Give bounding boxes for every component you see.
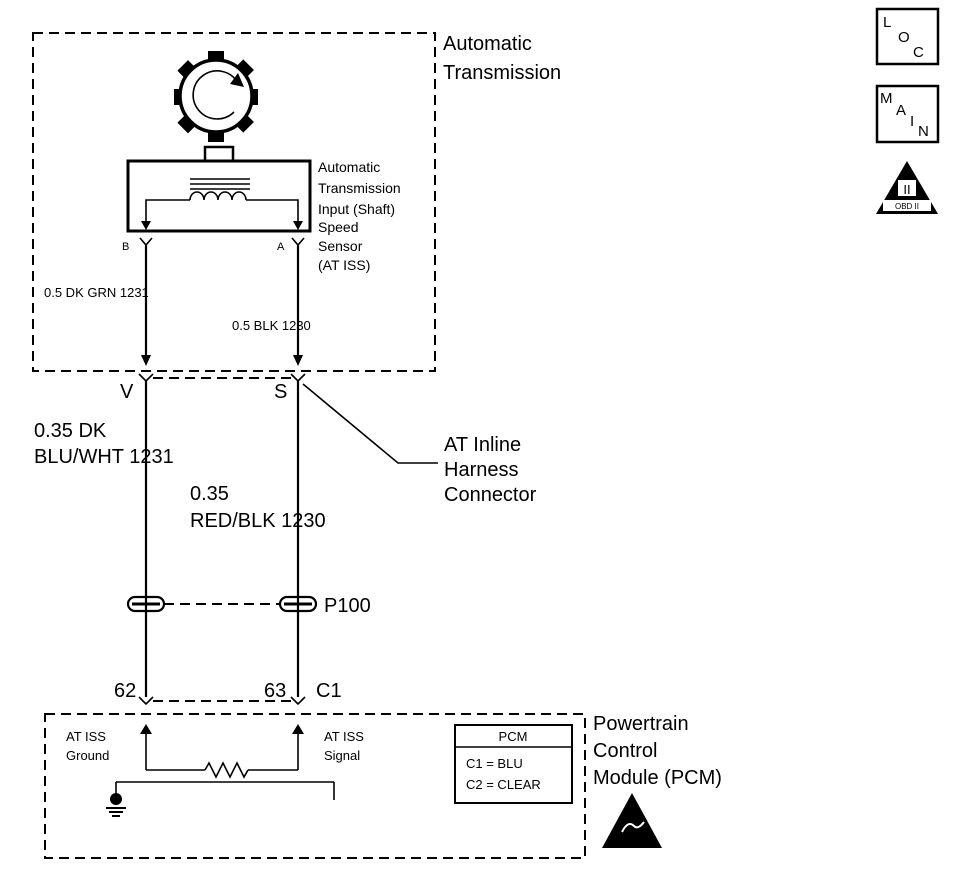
reluctor-wheel-icon xyxy=(174,51,258,142)
resistor-icon xyxy=(204,761,249,779)
loc-badge[interactable]: L O C xyxy=(875,7,940,66)
splice-right-icon xyxy=(278,595,318,613)
ground-label-line2: Ground xyxy=(66,748,109,763)
obd-label: OBD II xyxy=(895,202,919,211)
obd-ii-badge[interactable]: II OBD II xyxy=(876,161,938,214)
terminal-b-icon xyxy=(139,237,153,247)
inline-pin-s: S xyxy=(274,381,287,403)
legend-row-1: C1 = BLU xyxy=(466,756,523,771)
inline-pin-v: V xyxy=(120,381,134,403)
legend-title: PCM xyxy=(499,729,528,744)
pcm-title-line1: Powertrain xyxy=(593,713,689,735)
main-letter-4: N xyxy=(918,123,929,140)
inline-connector-label-line3: Connector xyxy=(444,484,537,506)
sensor-label-line2: Transmission xyxy=(318,180,401,196)
loc-letter-3: C xyxy=(913,44,924,61)
terminal-a-icon xyxy=(291,237,305,247)
transmission-dashed-boundary xyxy=(32,32,436,372)
pcm-title-line3: Module (PCM) xyxy=(593,767,722,789)
wire-label-upper-right: 0.5 BLK 1230 xyxy=(232,318,311,333)
legend-row-2: C2 = CLEAR xyxy=(466,777,541,792)
c1-terminal-63-icon xyxy=(290,696,306,706)
transmission-title-line1: Automatic xyxy=(443,33,532,55)
sensor-label-line5: Sensor xyxy=(318,238,363,254)
main-letter-3: I xyxy=(910,113,914,130)
splice-label: P100 xyxy=(324,595,371,617)
wire-label-lower-right-line2: RED/BLK 1230 xyxy=(190,510,326,532)
inline-connector-label-line2: Harness xyxy=(444,459,518,481)
main-badge[interactable]: M A I N xyxy=(875,84,940,144)
pcm-legend: PCM C1 = BLU C2 = CLEAR xyxy=(454,724,573,804)
sensor-coil-icon xyxy=(189,191,247,201)
pcm-title-line2: Control xyxy=(593,740,657,762)
c1-terminal-62-icon xyxy=(138,696,154,706)
lower-wires: 0.35 DK BLU/WHT 1231 0.35 RED/BLK 1230 xyxy=(34,381,326,697)
sensor-label-line3: Input (Shaft) xyxy=(318,201,395,217)
ground-label-line1: AT ISS xyxy=(66,729,106,744)
sensor-label-line6: (AT ISS) xyxy=(318,257,370,273)
wire-label-lower-left-line2: BLU/WHT 1231 xyxy=(34,446,174,468)
sensor-pin-a: A xyxy=(277,241,285,253)
inline-terminal-s-icon xyxy=(290,373,306,383)
sensor-label-line1: Automatic xyxy=(318,159,380,175)
loc-letter-2: O xyxy=(898,29,910,46)
transmission-section: Automatic Transmission xyxy=(32,32,561,372)
c1-connector-id: C1 xyxy=(316,680,342,702)
ground-input-arrow-icon xyxy=(140,724,152,734)
inline-connector-label-line1: AT Inline xyxy=(444,434,521,456)
signal-label-line2: Signal xyxy=(324,748,360,763)
pcm-section: Powertrain Control Module (PCM) AT ISS G… xyxy=(44,713,722,859)
main-letter-2: A xyxy=(896,102,906,119)
c1-pin-left: 62 xyxy=(114,680,136,702)
sensor-pin-b: B xyxy=(122,241,129,253)
main-letter-1: M xyxy=(880,90,893,107)
pcm-dashed-boundary xyxy=(44,713,586,859)
inline-connector-leader xyxy=(302,383,438,464)
speed-sensor-body xyxy=(126,145,312,233)
wire-label-lower-left-line1: 0.35 DK xyxy=(34,420,107,442)
sensor-label-line4: Speed xyxy=(318,219,358,235)
esd-warning-icon xyxy=(602,793,662,848)
c1-pin-right: 63 xyxy=(264,680,286,702)
pcm-connector-c1: 62 63 C1 xyxy=(114,680,342,706)
inline-terminal-v-icon xyxy=(138,373,154,383)
signal-input-arrow-icon xyxy=(292,724,304,734)
ground-symbol-icon xyxy=(106,793,126,817)
inline-connector-section: V S AT Inline Harness Connector xyxy=(120,373,537,506)
signal-label-line1: AT ISS xyxy=(324,729,364,744)
wire-label-upper-left: 0.5 DK GRN 1231 xyxy=(44,285,149,300)
splice-left-icon xyxy=(126,595,166,613)
loc-letter-1: L xyxy=(883,14,891,31)
splice-p100: P100 xyxy=(126,595,371,617)
obd-numeral: II xyxy=(903,182,910,197)
transmission-title-line2: Transmission xyxy=(443,62,561,84)
wire-label-lower-right-line1: 0.35 xyxy=(190,483,229,505)
